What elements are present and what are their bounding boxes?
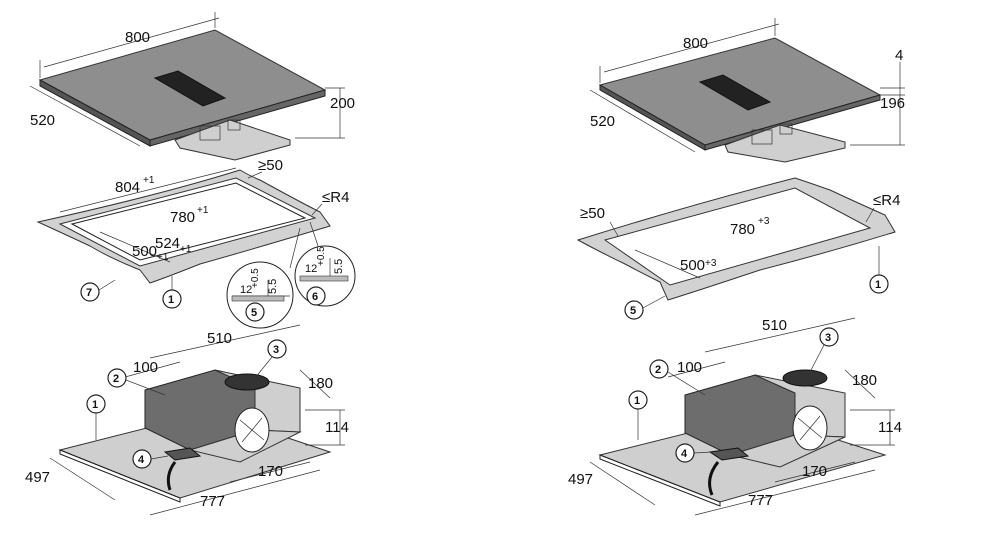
left-detail-6-tol: +0.5 [316,246,327,266]
left-callout-7: 7 [86,287,92,299]
left-detail-5-value: 12 [240,284,252,296]
left-callout-5-circle [245,302,265,322]
right-callout-3: 3 [825,332,831,344]
left-cutout-depth-outer: 524 [155,235,180,252]
right-hob-depth: 520 [590,113,615,130]
left-cutout-outer-width-tol: +1 [143,175,155,186]
left-cutout-inner-width-tol: +1 [197,205,209,216]
right-cutout-inner-width-tol: +3 [758,216,770,227]
right-cutout-opening [603,187,872,286]
right-callout-1b: 1 [634,395,640,407]
left-fan-width: 510 [207,330,232,347]
right-hob: 800 4 196 520 [589,18,905,163]
right-callout-2: 2 [655,364,661,376]
left-callout-2: 2 [113,373,119,385]
right-fan-outlet [782,369,828,387]
right-fan-depth: 180 [852,372,877,389]
left-cutout-opening [58,177,317,267]
left-cutout: 804 +1 780 +1 524 +1 500 +1 ≥50 ≤R4 [36,157,349,284]
right-fan-cable [708,461,720,496]
left-cutout-outer-width: 804 [115,179,140,196]
left-cutout-depth-inner-tol: +1 [157,252,169,263]
right-fan-unit: 510 100 180 114 170 777 497 [568,317,902,516]
left-callout-1a: 1 [168,294,174,306]
right-hob-top: 4 [895,47,903,64]
left-callout-3-circle [267,339,287,359]
right-callout-3-circle [819,327,839,347]
left-details: 12 +0.5 5.5 12 +0.5 5.5 [226,221,356,329]
right-hob-vent-slot [698,74,772,111]
right-hob-width: 800 [683,35,708,52]
left-fan-base-depth: 497 [25,469,50,486]
left-fan-outlet [224,373,270,391]
left-detail-6-height: 5.5 [333,259,345,274]
right-callout-4: 4 [681,448,688,460]
left-fan-cable [166,461,177,491]
left-fan-duct: 100 [133,359,158,376]
left-cutout-depth-inner: 500 [132,243,157,260]
left-hob-width: 800 [125,29,150,46]
left-fan-unit: 510 100 180 114 170 777 497 [25,324,349,516]
right-callout-5-circle [624,300,644,320]
left-callout-1b: 1 [92,399,98,411]
left-callout-6: 6 [312,291,318,303]
left-detail-5-circle [226,261,294,329]
left-hob-depth: 520 [30,112,55,129]
left-callout-5: 5 [251,307,257,319]
right-callouts: 5 1 3 2 1 4 [624,246,889,463]
left-callout-6-circle [306,286,326,306]
left-hob-vent-slot [153,70,227,107]
left-cutout-margin: ≥50 [258,157,283,174]
right-cutout-depth-inner: 500 [680,257,705,274]
left-fan-height: 114 [325,419,349,436]
right-cutout-margin: ≥50 [580,205,605,222]
right-fan-offset: 170 [802,463,827,480]
right-fan-base-depth: 497 [568,471,593,488]
left-fan-base-width: 777 [200,493,225,510]
right-cutout-radius: ≤R4 [873,192,900,209]
right-fan-width: 510 [762,317,787,334]
left-detail-6-value: 12 [305,263,317,275]
left-cutout-inner-width: 780 [170,209,195,226]
left-fan-depth: 180 [308,375,333,392]
left-callout-4: 4 [138,454,145,466]
left-detail-5-tol: +0.5 [250,268,261,288]
left-callout-2-circle [107,368,127,388]
right-cutout-inner-width: 780 [730,221,755,238]
right-fan-height: 114 [878,419,902,436]
right-fan-duct: 100 [677,359,702,376]
left-fan-offset: 170 [258,463,283,480]
left-detail-5-height: 5.5 [267,279,279,294]
right-hob-height: 196 [880,95,905,112]
left-hob: 800 520 200 [29,12,355,161]
left-cutout-depth-outer-tol: +1 [180,244,192,255]
right-callout-5: 5 [630,305,636,317]
left-callout-3: 3 [273,344,279,356]
right-callout-1a: 1 [875,279,881,291]
left-callouts: 7 1 5 6 2 3 1 4 [80,276,326,469]
left-hob-height: 200 [330,95,355,112]
right-cutout-depth-inner-tol: +3 [705,258,717,269]
left-cutout-radius: ≤R4 [322,189,349,206]
right-cutout: 780 +3 500 +3 ≥50 ≤R4 [576,177,900,301]
right-fan-base-width: 777 [748,492,773,509]
right-callout-2-circle [649,359,669,379]
left-callout-7-circle [80,282,100,302]
